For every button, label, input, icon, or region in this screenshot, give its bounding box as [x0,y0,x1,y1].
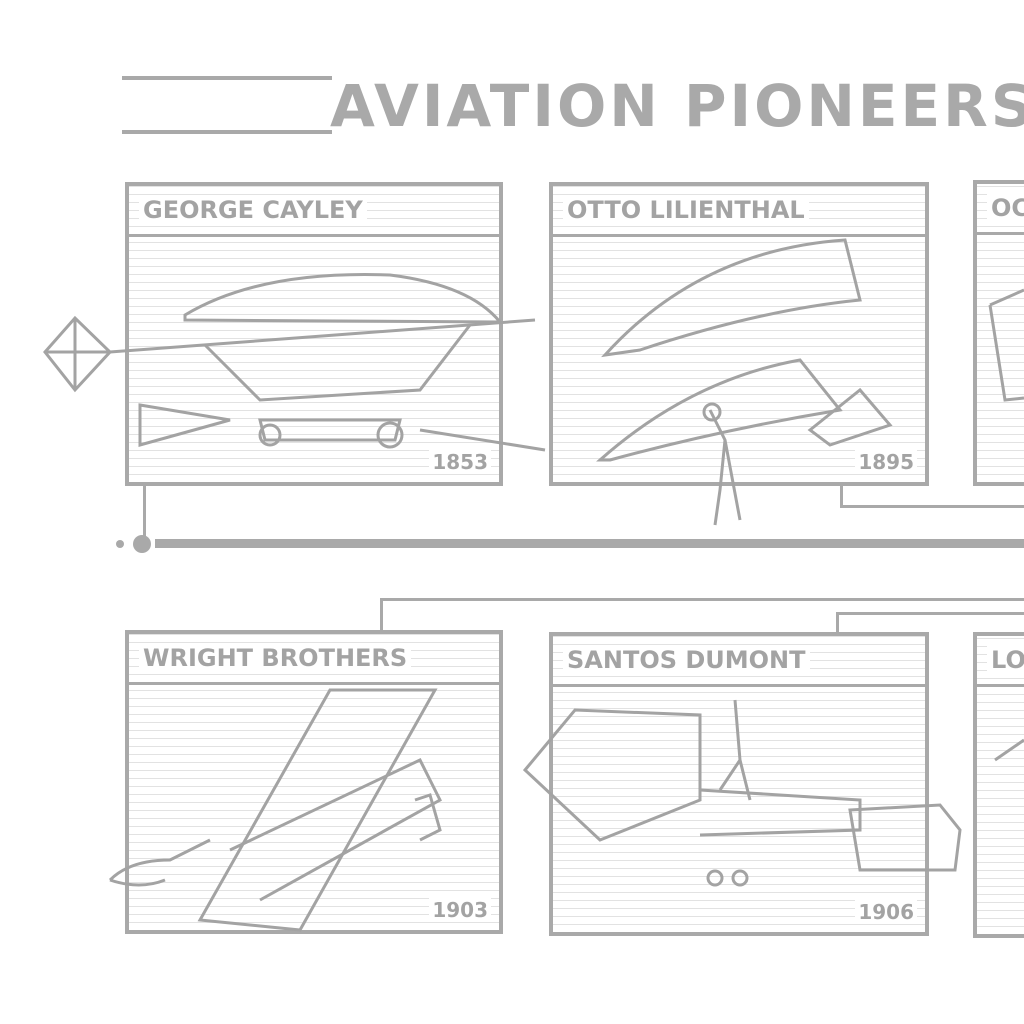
connector [380,598,383,630]
card-george-cayley[interactable]: GEORGE CAYLEY 1853 [125,182,503,486]
santos-dumont-14bis-icon [522,699,962,887]
timeline-start-dot [133,535,151,553]
card-santos-dumont[interactable]: SANTOS DUMONT 1906 [549,632,929,936]
partial-aircraft-icon [988,288,1024,402]
timeline-dot [116,540,124,548]
divider [977,232,1024,235]
connector [840,484,843,508]
wright-flyer-icon [108,688,442,932]
connector [143,484,146,536]
title-rule-bottom [122,130,332,134]
cayley-glider-icon [43,273,546,452]
partial-aircraft-icon [994,738,1024,762]
card-year: 1895 [855,450,917,474]
card-partial-top[interactable]: OC [973,180,1024,486]
card-partial-bottom[interactable]: LO [973,632,1024,938]
connector [380,598,1024,601]
card-year: 1906 [855,900,917,924]
connector [836,612,1024,615]
card-name: SANTOS DUMONT [563,646,810,674]
divider [129,682,499,685]
card-year: 1903 [429,898,491,922]
title-rule-top [122,76,332,80]
divider [129,234,499,237]
card-name: OTTO LILIENTHAL [563,196,809,224]
card-otto-lilienthal[interactable]: OTTO LILIENTHAL 1895 [549,182,929,486]
page-title: AVIATION PIONEERS [330,72,1024,140]
card-name: LO [987,646,1024,674]
card-year: 1853 [429,450,491,474]
divider [553,684,925,687]
connector [836,612,839,634]
divider [553,234,925,237]
card-name: OC [987,194,1024,222]
timeline-bar [155,539,1024,548]
card-name: WRIGHT BROTHERS [139,644,412,672]
connector [840,505,1024,508]
card-wright-brothers[interactable]: WRIGHT BROTHERS 1903 [125,630,503,934]
divider [977,684,1024,687]
card-name: GEORGE CAYLEY [139,196,367,224]
lilienthal-glider-icon [596,238,893,526]
